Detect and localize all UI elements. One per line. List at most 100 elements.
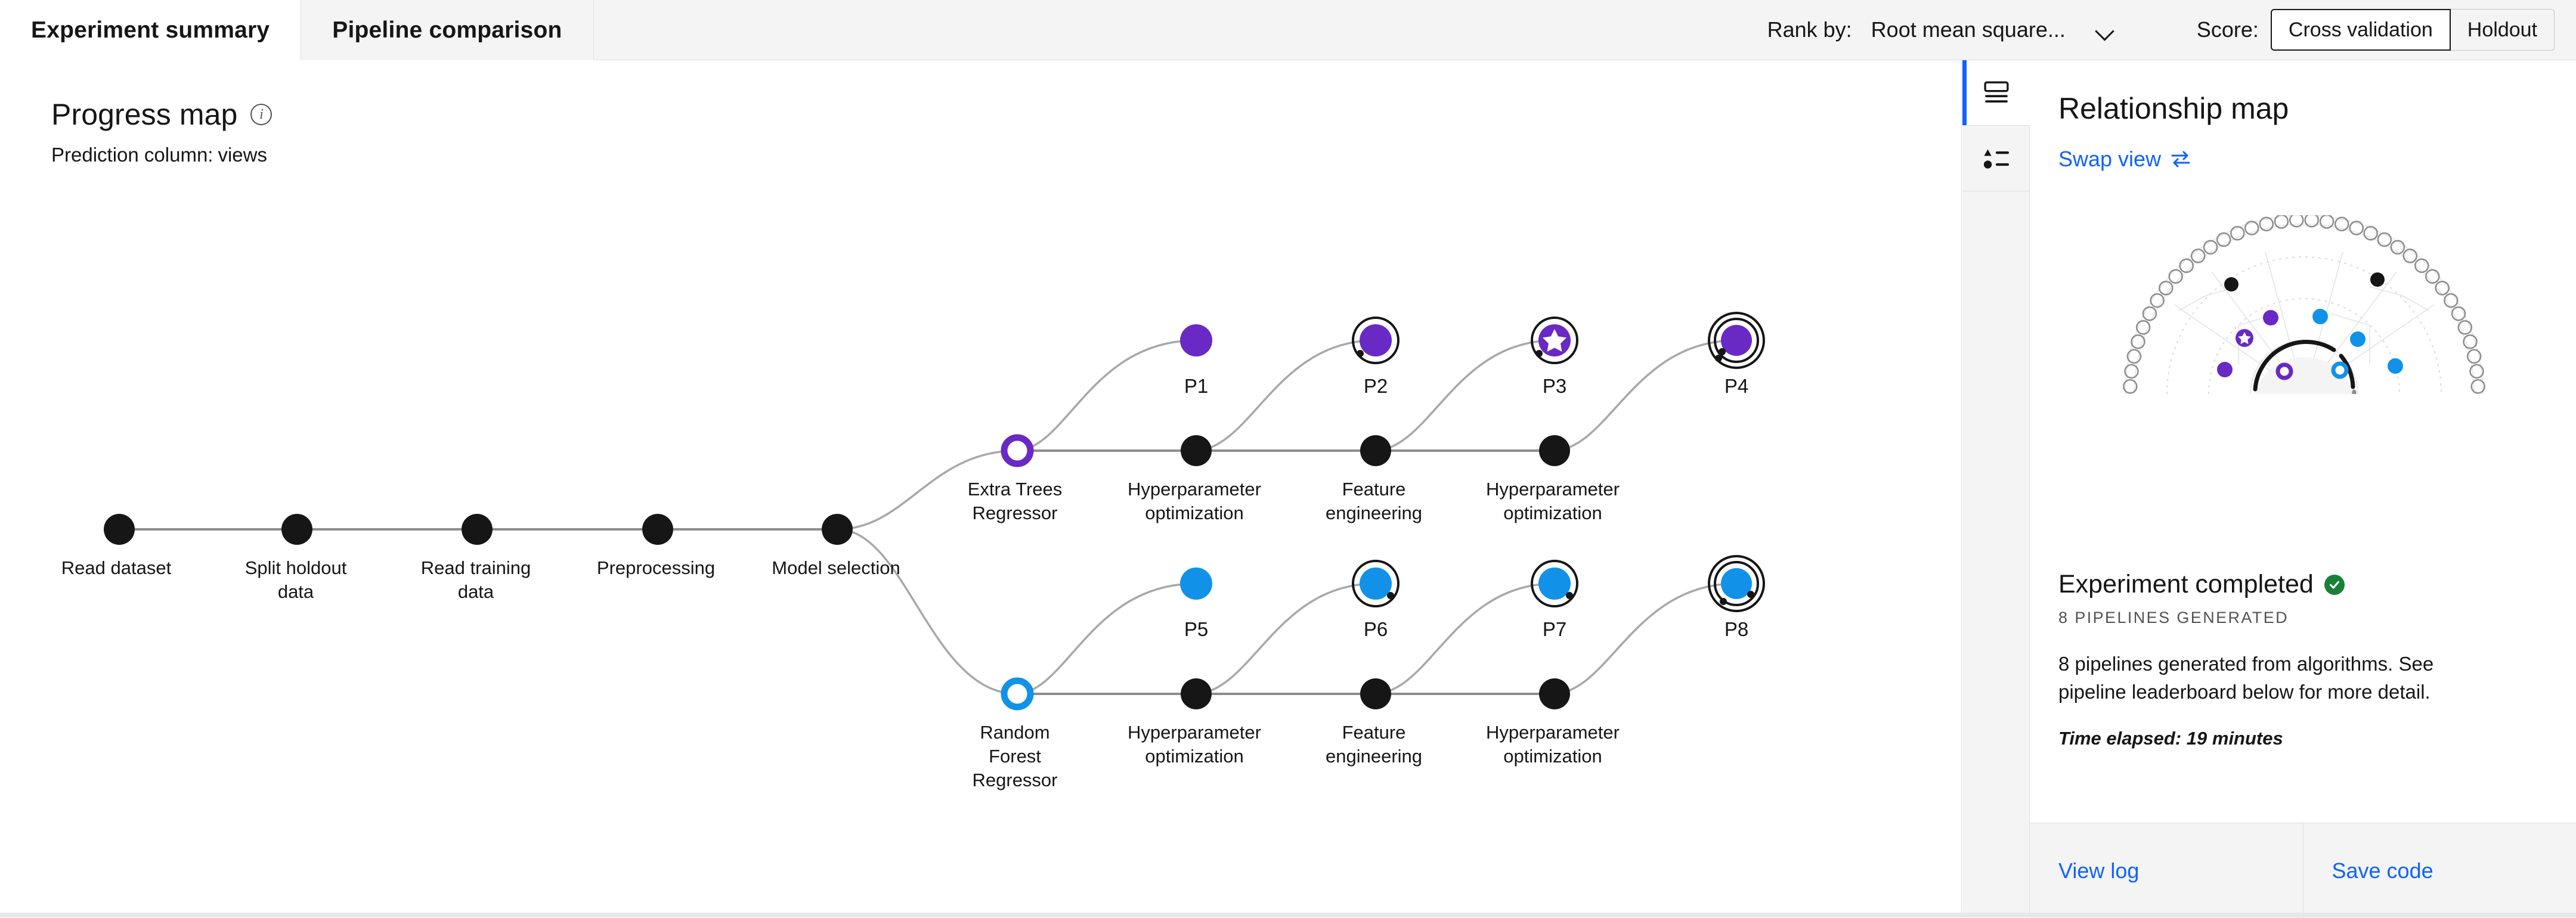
save-code-button[interactable]: Save code (2303, 823, 2576, 918)
spine-node-label: Read dataset (61, 557, 172, 578)
relmap-pipeline-node-blue-hollow[interactable] (2333, 364, 2346, 377)
side-panel-title: Relationship map (2058, 91, 2289, 126)
stage-node-hyperparameter-optimization-4[interactable]: Hyperparameter optimization (1486, 678, 1620, 767)
stage-node-feature-engineering-1[interactable]: Feature engineering (1326, 435, 1422, 523)
stage-node-feature-engineering-2[interactable]: Feature engineering (1326, 678, 1422, 767)
tab-pipeline-comparison[interactable]: Pipeline comparison (301, 0, 593, 60)
relmap-highlighted-node[interactable] (2224, 277, 2238, 291)
spine-node-label: Read training (421, 557, 531, 578)
relmap-pipeline-node-purple[interactable] (2217, 362, 2233, 377)
pipeline-label: P5 (1184, 618, 1208, 640)
pipeline-node-p1[interactable]: P1 (1180, 324, 1212, 397)
topbar-controls: Rank by: Root mean square... Score: Cros… (1767, 0, 2576, 60)
stage-label: Hyperparameter (1486, 479, 1620, 500)
tab-experiment-summary-label: Experiment summary (31, 17, 270, 44)
relmap-feature-node[interactable] (2305, 215, 2318, 227)
svg-text:data: data (278, 581, 314, 602)
pipeline-label: P8 (1724, 618, 1748, 640)
stage-node-hyperparameter-optimization-3[interactable]: Hyperparameter optimization (1128, 678, 1261, 767)
relmap-feature-node[interactable] (2415, 259, 2428, 272)
swap-view-button[interactable]: Swap view (2058, 147, 2191, 172)
view-mode-rail (1962, 60, 2030, 917)
spine-node-split-holdout-data[interactable]: Split holdout data (245, 514, 347, 602)
view-log-label: View log (2058, 858, 2139, 883)
relmap-pipeline-node-purple[interactable] (2263, 310, 2278, 325)
save-code-label: Save code (2332, 858, 2433, 883)
rank-by-label: Rank by: (1767, 17, 1852, 42)
relmap-highlighted-node[interactable] (2370, 272, 2385, 287)
algorithm-label: Random (980, 722, 1049, 743)
side-panel-actions: View log Save code (2030, 823, 2576, 918)
view-log-button[interactable]: View log (2030, 823, 2303, 918)
rail-button-summary-card[interactable] (1962, 60, 2030, 126)
time-elapsed: Time elapsed: 19 minutes (2058, 728, 2283, 749)
svg-text:optimization: optimization (1145, 746, 1243, 767)
relmap-pipeline-node-purple-star[interactable] (2236, 329, 2253, 347)
svg-text:optimization: optimization (1503, 746, 1602, 767)
spine-node-label: Split holdout (245, 557, 347, 578)
algorithm-node-random-forest-regressor[interactable]: Random Forest Regressor (973, 681, 1058, 790)
spine-node-label: Preprocessing (597, 557, 715, 578)
score-option-cross-validation[interactable]: Cross validation (2271, 9, 2451, 51)
relmap-pipeline-node-blue[interactable] (2312, 309, 2328, 324)
svg-text:optimization: optimization (1503, 503, 1602, 523)
svg-text:data: data (458, 581, 494, 602)
pipeline-node-p2[interactable]: P2 (1353, 318, 1398, 397)
svg-text:Regressor: Regressor (973, 770, 1058, 790)
summary-card-icon (1983, 81, 2010, 105)
pipeline-label: P2 (1364, 375, 1388, 397)
relmap-feature-node[interactable] (2426, 270, 2439, 283)
relationship-map-graphic[interactable] (2060, 215, 2549, 394)
progress-map-panel: Progress map i Prediction column:views .… (0, 60, 1962, 917)
spine-node-read-training-data[interactable]: Read training data (421, 514, 531, 602)
stage-label: Feature (1342, 722, 1406, 743)
tab-experiment-summary[interactable]: Experiment summary (0, 0, 301, 60)
svg-text:engineering: engineering (1326, 746, 1422, 767)
pipeline-node-p4[interactable]: P4 (1709, 313, 1764, 397)
relmap-feature-node[interactable] (2169, 270, 2182, 283)
score-option-cross-validation-label: Cross validation (2289, 18, 2433, 42)
relmap-feature-node[interactable] (2180, 259, 2193, 272)
pipeline-node-p7[interactable]: P7 (1532, 561, 1577, 640)
check-circle-icon (2324, 575, 2345, 595)
spine-node-model-selection[interactable]: Model selection (772, 514, 900, 578)
pipeline-node-p5[interactable]: P5 (1180, 567, 1212, 640)
relmap-pipeline-node-blue[interactable] (2350, 331, 2366, 347)
svg-text:Forest: Forest (989, 746, 1041, 767)
pipeline-label: P6 (1364, 618, 1388, 640)
relmap-feature-node[interactable] (2290, 215, 2303, 227)
pipeline-label: P7 (1543, 618, 1566, 640)
top-tab-bar: Experiment summary Pipeline comparison R… (0, 0, 2576, 60)
stage-label: Hyperparameter (1486, 722, 1620, 743)
rank-by-dropdown[interactable]: Root mean square... (1868, 17, 2119, 42)
algorithm-label: Extra Trees (968, 479, 1063, 500)
pipeline-node-p3[interactable]: P3 (1532, 318, 1577, 397)
swap-view-label: Swap view (2058, 147, 2161, 172)
score-option-holdout[interactable]: Holdout (2451, 9, 2555, 51)
score-segmented-control: Cross validation Holdout (2271, 9, 2555, 51)
spine-node-preprocessing[interactable]: Preprocessing (597, 514, 715, 578)
bottom-edge-strip (0, 913, 2576, 917)
svg-text:optimization: optimization (1145, 503, 1243, 523)
pipeline-label: P3 (1543, 375, 1566, 397)
pipeline-node-p8[interactable]: P8 (1709, 556, 1764, 640)
spine-node-label: Model selection (772, 557, 900, 578)
chevron-down-icon (2095, 20, 2116, 40)
relmap-pipeline-node-purple-hollow[interactable] (2278, 365, 2291, 378)
relmap-pipeline-node-blue[interactable] (2388, 358, 2403, 374)
pipeline-node-p6[interactable]: P6 (1353, 561, 1398, 640)
relationship-map-panel: Relationship map Swap view (2030, 60, 2576, 917)
progress-map-graph: .lbl { font-size: 31px; fill:#161616; te… (0, 60, 1962, 917)
stage-node-hyperparameter-optimization-2[interactable]: Hyperparameter optimization (1486, 435, 1620, 523)
stage-node-hyperparameter-optimization-1[interactable]: Hyperparameter optimization (1128, 435, 1261, 523)
score-option-holdout-label: Holdout (2467, 18, 2537, 42)
stage-label: Hyperparameter (1128, 479, 1261, 500)
swap-arrows-icon (2171, 150, 2191, 168)
score-label: Score: (2197, 17, 2259, 42)
experiment-status-label: Experiment completed (2058, 570, 2314, 599)
experiment-status: Experiment completed (2058, 570, 2345, 599)
spine-node-read-dataset[interactable]: Read dataset (61, 514, 172, 578)
svg-text:Regressor: Regressor (973, 503, 1058, 523)
rail-button-legend-list[interactable] (1962, 126, 2030, 191)
stage-label: Hyperparameter (1128, 722, 1261, 743)
